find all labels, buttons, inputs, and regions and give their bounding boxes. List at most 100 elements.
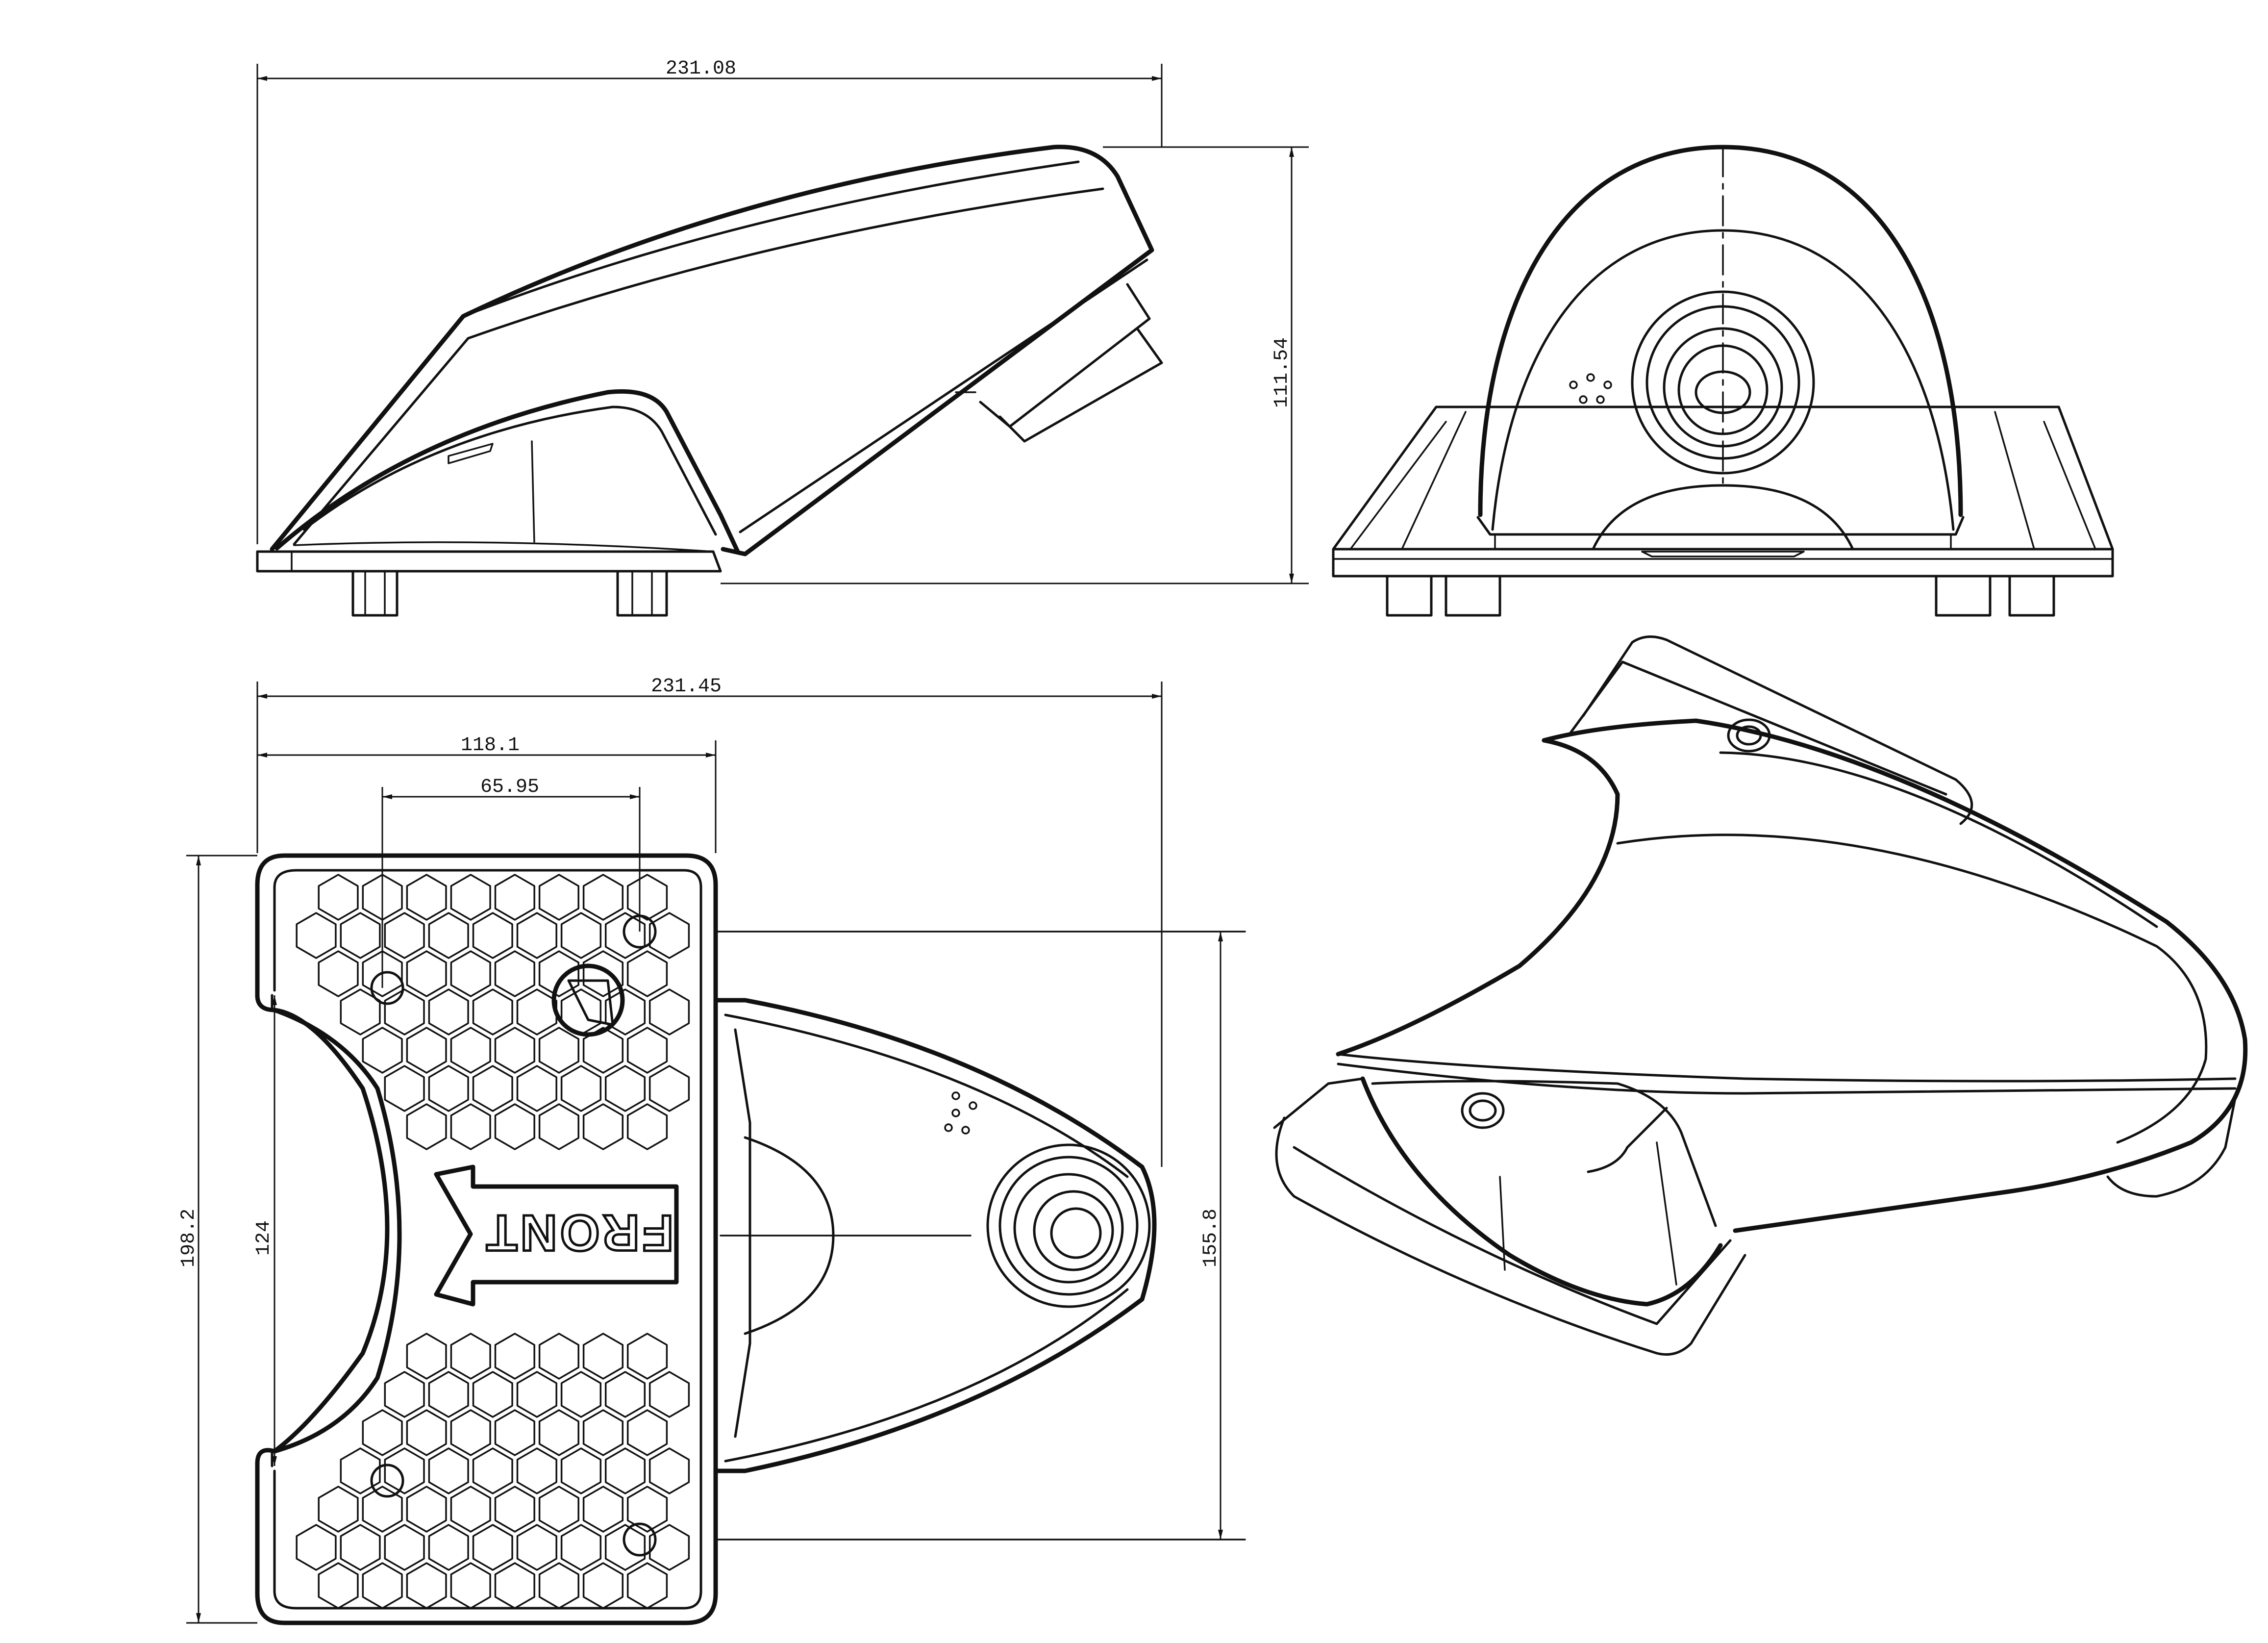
honeycomb-cell [450,1027,491,1074]
dim-side-width: 231.08 [666,58,736,80]
honeycomb-cell [406,1409,447,1456]
honeycomb-cell [582,1027,624,1074]
dim-mount-width: 118.1 [461,734,520,757]
honeycomb-cell [626,1562,668,1609]
honeycomb-cell [494,1486,535,1533]
honeycomb-cell [406,1103,447,1150]
honeycomb-cell [604,1524,646,1571]
honeycomb-cell [450,874,491,921]
honeycomb-cell [648,1447,690,1494]
honeycomb-cell [318,874,359,921]
honeycomb-cell [406,874,447,921]
honeycomb-cell [450,1562,491,1609]
honeycomb-cell [582,1486,624,1533]
honeycomb-cell [296,1524,337,1571]
front-view [1332,145,2114,617]
honeycomb-cell [582,1409,624,1456]
honeycomb-cell [406,950,447,997]
honeycomb-cell [604,1065,646,1112]
honeycomb-cell [406,1562,447,1609]
honeycomb-cell [450,1409,491,1456]
honeycomb-cell [428,1524,469,1571]
honeycomb-cell [516,1447,557,1494]
honeycomb-cell [648,912,690,959]
honeycomb-cell [428,1371,469,1418]
honeycomb-cell [472,988,513,1036]
honeycomb-cell [648,988,690,1036]
honeycomb-cell [340,1447,381,1494]
honeycomb-cell [450,1103,491,1150]
honeycomb-cell [582,1333,624,1380]
honeycomb-cell [626,874,668,921]
honeycomb-cell [582,1103,624,1150]
honeycomb-cell [560,1371,602,1418]
honeycomb-cell [626,1409,668,1456]
honeycomb-cell [472,1524,513,1571]
dim-hole-spacing: 65.95 [480,776,539,798]
honeycomb-cell [626,1333,668,1380]
honeycomb-cell [384,988,425,1036]
honeycomb-cell [428,1447,469,1494]
honeycomb-cell [494,950,535,997]
dimension-lines: 231.08 111.54 231.45 118.1 65.95 198.2 1… [178,58,1309,1624]
honeycomb-cell [450,950,491,997]
honeycomb-cell [538,874,579,921]
honeycomb-cell [384,1065,425,1112]
honeycomb-cell [406,1027,447,1074]
honeycomb-cell [560,912,602,959]
honeycomb-cell [582,950,624,997]
honeycomb-cell [362,1486,403,1533]
honeycomb-cell [604,1371,646,1418]
dim-total-height: 198.2 [178,1209,200,1267]
honeycomb-cell [538,1562,579,1609]
honeycomb-cell [538,1027,579,1074]
honeycomb-cell [362,1027,403,1074]
honeycomb-cell [560,1065,602,1112]
honeycomb-cell [626,1027,668,1074]
honeycomb-cell [626,950,668,997]
dim-side-height: 111.54 [1271,337,1293,408]
side-view [256,145,1163,617]
dim-top-width: 231.45 [651,676,722,698]
honeycomb-cell [296,912,337,959]
honeycomb-cell [516,1371,557,1418]
honeycomb-cell [538,1333,579,1380]
honeycomb-cell [406,1486,447,1533]
honeycomb-cell [384,1524,425,1571]
honeycomb-cell [340,912,381,959]
honeycomb-cell [318,1562,359,1609]
honeycomb-cell [494,1103,535,1150]
honeycomb-cell [494,1409,535,1456]
honeycomb-cell [648,1065,690,1112]
honeycomb-cell [494,1027,535,1074]
honeycomb-cell [560,1524,602,1571]
honeycomb-cell [384,1447,425,1494]
honeycomb-cell [538,1103,579,1150]
bottom-view: FRONT [255,853,1246,1625]
honeycomb-cell [516,1065,557,1112]
honeycomb-cell [472,1065,513,1112]
honeycomb-cell [494,1333,535,1380]
honeycomb-cell [516,912,557,959]
honeycomb-cell [604,1447,646,1494]
honeycomb-cell [472,1447,513,1494]
honeycomb-cell [538,1486,579,1533]
honeycomb-cell [472,1371,513,1418]
honeycomb-cell [318,950,359,997]
honeycomb-cell [472,912,513,959]
honeycomb-cell [340,1524,381,1571]
honeycomb-cell [450,1333,491,1380]
honeycomb-cell [494,874,535,921]
dim-cutout-height: 124 [253,1220,275,1256]
honeycomb-cell [538,950,579,997]
honeycomb-cell [384,1371,425,1418]
honeycomb-cell [450,1486,491,1533]
honeycomb-cell [318,1486,359,1533]
honeycomb-cell [582,1562,624,1609]
honeycomb-cell [516,1524,557,1571]
honeycomb-cell [362,1562,403,1609]
honeycomb-cell [384,912,425,959]
honeycomb-cell [648,1371,690,1418]
honeycomb-cell [626,1486,668,1533]
